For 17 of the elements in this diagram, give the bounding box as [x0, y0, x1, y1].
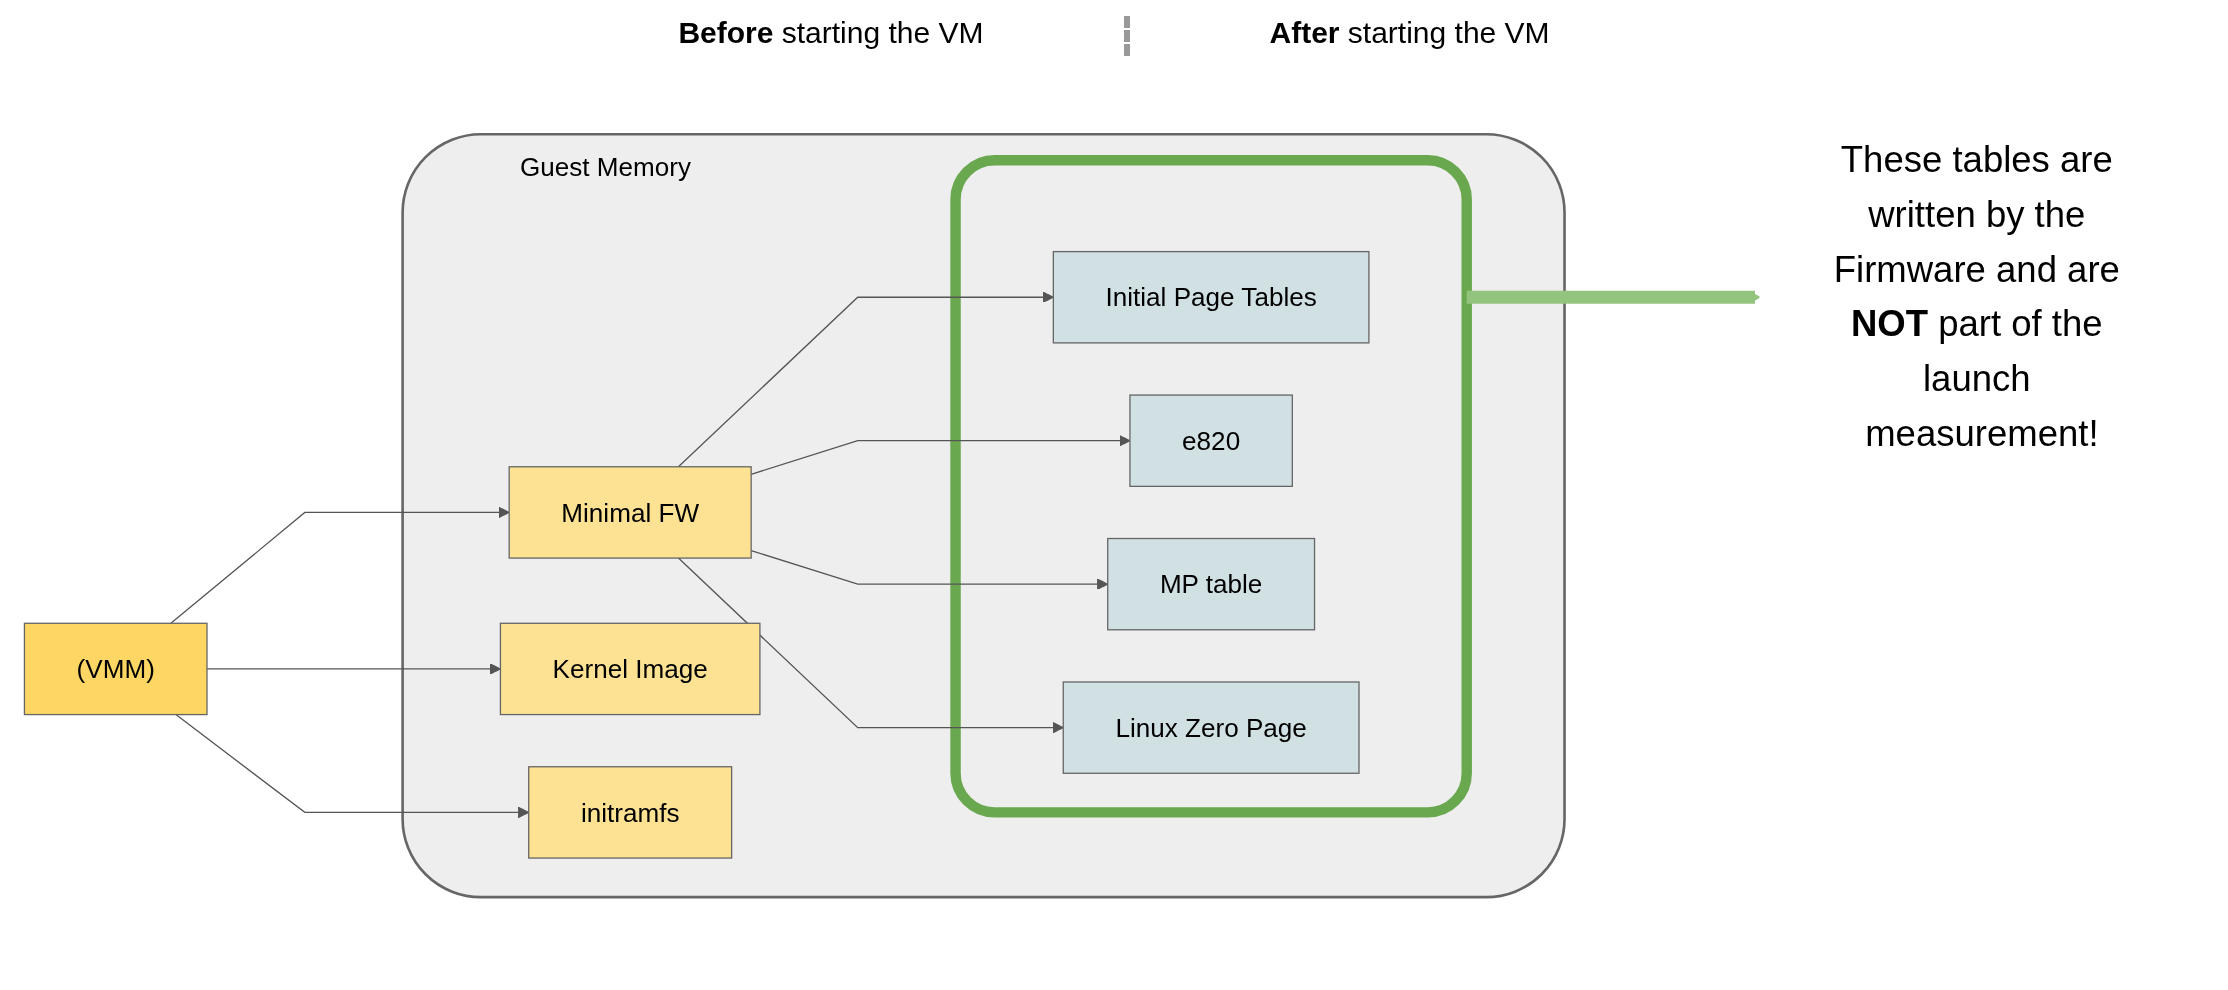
heading-text: Before starting the VM [677, 16, 985, 51]
cluster [950, 155, 1472, 818]
node-box: Minimal FW [508, 466, 752, 559]
arrow [170, 506, 510, 624]
arrow [206, 663, 501, 675]
node-text: These tables are written by the Firmware and are NOT part of the launch measurement! [1833, 139, 2120, 454]
arrow [1466, 290, 1761, 304]
node-box: MP table [1107, 537, 1316, 631]
node-box: (VMM) [23, 622, 208, 716]
heading-text: After starting the VM [1268, 16, 1551, 51]
node-box: initramfs [528, 766, 733, 859]
node-box: e820 [1129, 394, 1293, 487]
node-box: Kernel Image [499, 622, 761, 716]
node-box: Linux Zero Page [1062, 681, 1360, 774]
arrow [677, 291, 1054, 468]
node-box: Initial Page Tables [1052, 250, 1370, 344]
arrow [677, 557, 1064, 734]
